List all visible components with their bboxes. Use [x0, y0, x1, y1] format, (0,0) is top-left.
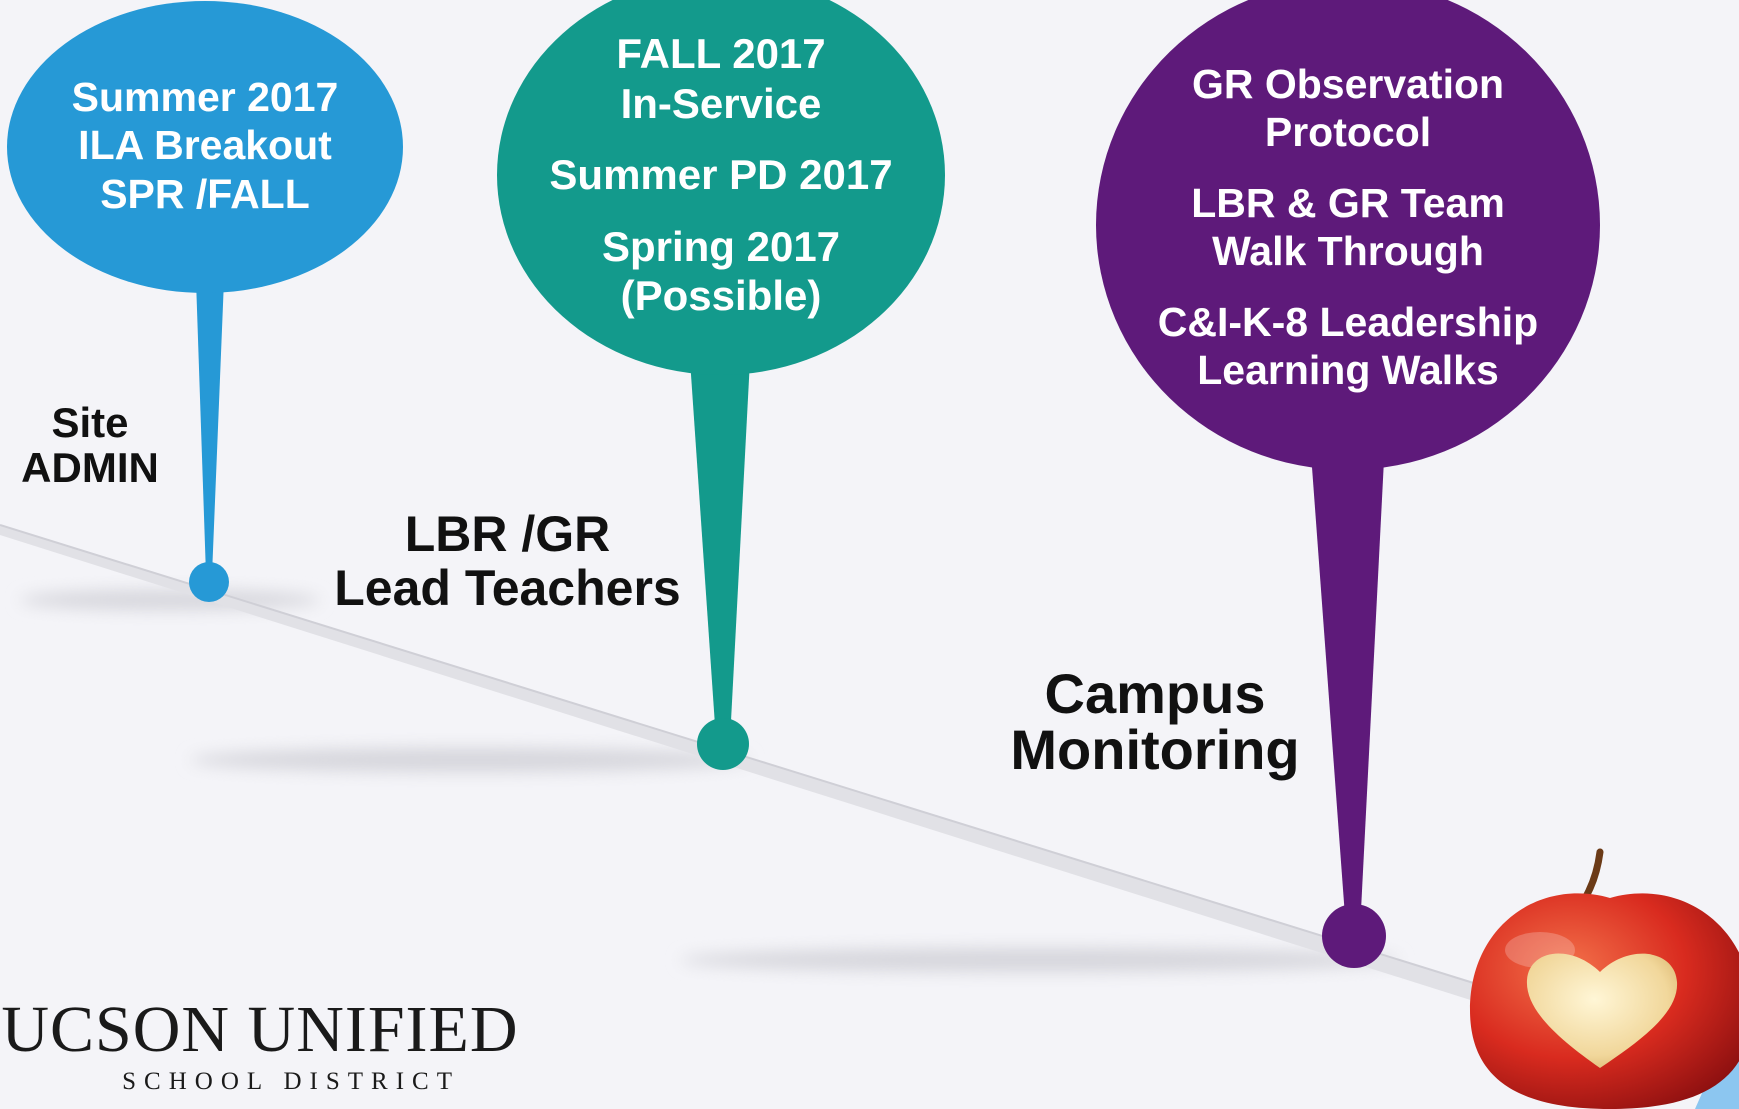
line-spacer	[501, 200, 941, 222]
ground-shadow	[20, 590, 320, 610]
pin-label-line: Site	[51, 399, 129, 446]
pin-text-line: C&I-K-8 Leadership	[1157, 298, 1539, 345]
district-logo-subtitle: SCHOOL DISTRICT	[122, 1068, 460, 1095]
ground-shadow	[680, 948, 1400, 972]
pin-text-line: (Possible)	[620, 272, 822, 320]
pin-text-line: Summer PD 2017	[549, 151, 893, 199]
pin-dot	[189, 562, 229, 602]
pin-label-line: LBR /GR	[404, 506, 611, 562]
ground-shadow	[190, 748, 750, 772]
line-spacer	[1108, 157, 1588, 179]
pin-label-line: Lead Teachers	[334, 560, 681, 616]
pin-text-line: Walk Through	[1212, 228, 1484, 275]
pin-text-line: ILA Breakout	[78, 122, 332, 169]
pin-bubble	[497, 0, 945, 375]
pin-text-line: GR Observation	[1191, 61, 1505, 107]
pin-label-line: Campus	[1044, 662, 1266, 725]
timeline-track	[0, 525, 1480, 1003]
line-spacer	[501, 128, 941, 150]
pin-dot	[697, 718, 749, 770]
pin-site-admin	[7, 1, 403, 602]
pin-text-line: In-Service	[620, 79, 822, 127]
pin-bubble	[1096, 0, 1600, 470]
pin-text-line: FALL 2017	[616, 30, 826, 77]
apple-heart-icon	[1470, 848, 1739, 1109]
district-logo-title: TUCSON UNIFIED	[0, 993, 519, 1066]
pin-label-line: Monitoring	[1010, 718, 1300, 781]
pin-bubble	[7, 1, 403, 293]
pin-dot	[1322, 904, 1386, 968]
pin-text-line: SPR /FALL	[100, 170, 310, 217]
pin-lead-teachers	[497, 0, 945, 770]
pin-label-line: ADMIN	[21, 444, 159, 492]
pin-text-line: Protocol	[1264, 109, 1432, 156]
pin-text-line: Summer 2017	[71, 74, 339, 120]
pin-stem	[196, 280, 224, 575]
line-spacer	[1108, 276, 1588, 298]
pin-text-line: Learning Walks	[1197, 346, 1499, 393]
pin-campus-monitoring	[1096, 0, 1600, 968]
pin-text-line: Spring 2017	[601, 222, 841, 270]
pin-stem	[1310, 440, 1385, 930]
pin-text-line: LBR & GR Team	[1191, 179, 1505, 226]
pin-stem	[690, 360, 750, 740]
